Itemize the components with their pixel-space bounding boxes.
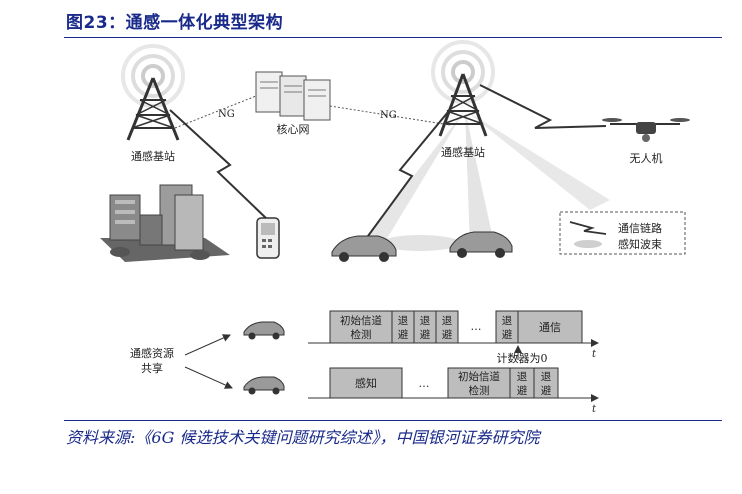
ng-label-left: NG <box>218 109 235 120</box>
timeline1-backoff-4-line2: 避 <box>502 328 513 341</box>
architecture-diagram: 通感基站 通感基站 核心网 NG NG <box>100 40 690 415</box>
timeline1-backoff-3-line2: 避 <box>442 328 453 341</box>
uav-label: 无人机 <box>630 151 663 165</box>
timeline1: 初始信道 检测 退 避 退 避 退 避 … 退 避 通信 t 计数器为0 <box>308 310 599 365</box>
timeline1-backoff-box-3 <box>435 310 459 344</box>
timeline2-backoff-2-line2: 避 <box>541 384 552 397</box>
resource-sharing-label-line2: 共享 <box>141 361 163 375</box>
timeline2-ellipsis: … <box>419 377 430 390</box>
timeline2-init-channel-line1: 初始信道 <box>458 370 500 383</box>
timeline1-axis-t: t <box>592 349 597 360</box>
arrow-to-timeline1 <box>184 334 231 356</box>
counter-zero-label: 计数器为0 <box>497 352 548 365</box>
timeline1-backoff-2-line1: 退 <box>420 315 431 327</box>
ng-link-right <box>329 105 451 126</box>
sensing-beams <box>360 110 610 251</box>
timeline1-car-icon <box>243 321 285 340</box>
timeline1-backoff-1-line1: 退 <box>398 315 409 327</box>
car-icon-1 <box>331 235 397 262</box>
source-note: 资料来源:《6G 候选技术关键问题研究综述》，中国银河证券研究院 <box>66 428 540 447</box>
legend: 通信链路 感知波束 <box>559 211 686 255</box>
comm-link-phone <box>169 109 269 221</box>
timeline1-backoff-3-line1: 退 <box>442 315 453 327</box>
timeline2-backoff-box-1 <box>509 367 535 399</box>
ng-label-right: NG <box>380 110 397 121</box>
car-icon-2 <box>449 231 513 258</box>
legend-comm-link-icon <box>569 221 607 235</box>
legend-comm-link-label: 通信链路 <box>618 221 662 235</box>
ng-link-left <box>174 95 257 129</box>
mobile-phone-icon <box>256 217 280 259</box>
arrow-to-timeline2 <box>184 366 233 389</box>
timeline2-sensing-label: 感知 <box>355 376 377 390</box>
base-station-left-label: 通感基站 <box>131 149 175 163</box>
timeline2-backoff-1-line2: 避 <box>517 384 528 397</box>
base-station-right-icon <box>431 40 495 137</box>
timeline1-backoff-2-line2: 避 <box>420 328 431 341</box>
timeline2-init-channel-box <box>447 367 511 399</box>
timeline1-init-channel-line2: 检测 <box>351 328 372 341</box>
legend-sensing-beam-label: 感知波束 <box>618 237 662 251</box>
timeline1-ellipsis: … <box>471 320 482 333</box>
source-divider <box>64 420 722 421</box>
base-station-left-icon <box>121 44 185 141</box>
timeline2-backoff-1-line1: 退 <box>517 371 528 383</box>
timeline1-init-channel-line1: 初始信道 <box>340 314 382 327</box>
base-station-right-label: 通感基站 <box>441 145 485 159</box>
core-network-servers-icon <box>255 71 331 121</box>
figure-title: 图23：通感一体化典型架构 <box>66 13 284 33</box>
timeline1-comm-label: 通信 <box>539 321 561 334</box>
timeline1-backoff-1-line2: 避 <box>398 328 409 341</box>
uav-drone-icon <box>602 118 690 142</box>
timeline2-car-icon <box>243 376 285 395</box>
timeline2-backoff-box-2 <box>533 367 559 399</box>
timeline2-sensing-box <box>329 367 403 399</box>
core-network-label: 核心网 <box>277 122 310 136</box>
timeline1-comm-box <box>517 310 583 344</box>
comm-link-car <box>367 111 449 237</box>
timeline2-init-channel-line2: 检测 <box>469 384 490 397</box>
resource-sharing-label-line1: 通感资源 <box>130 346 174 360</box>
timeline2-backoff-2-line1: 退 <box>541 371 552 383</box>
city-buildings-icon <box>100 184 230 262</box>
comm-link-uav <box>479 84 607 129</box>
legend-sensing-beam-icon <box>574 240 602 248</box>
title-divider <box>64 37 722 38</box>
timeline2: 感知 … 初始信道 检测 退 避 退 避 t <box>308 367 599 415</box>
timeline2-axis-t: t <box>592 404 597 415</box>
timeline1-backoff-4-line1: 退 <box>502 315 513 327</box>
